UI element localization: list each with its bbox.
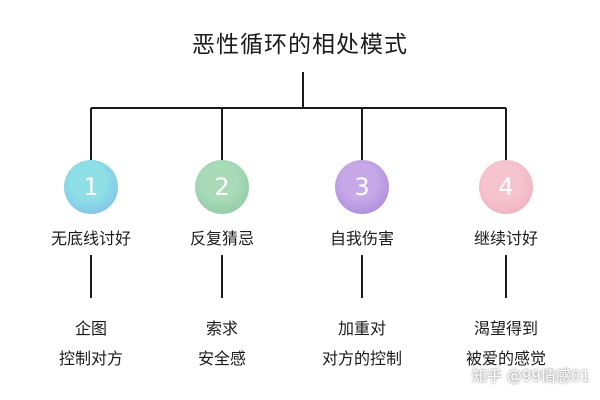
- step-circle-1: 1: [64, 160, 118, 214]
- step-desc-4: 渴望得到 被爱的感觉: [431, 314, 581, 374]
- step-circle-3: 3: [335, 160, 389, 214]
- step-desc-4-line-1: 渴望得到: [473, 319, 538, 338]
- step-circle-4: 4: [479, 160, 533, 214]
- step-label-4: 继续讨好: [473, 229, 538, 248]
- step-desc-3-line-2: 对方的控制: [321, 349, 402, 368]
- step-desc-2-line-1: 索求: [205, 319, 238, 338]
- watermark: 知乎 @99情感01: [472, 367, 590, 385]
- step-desc-4-line-2: 被爱的感觉: [465, 349, 546, 368]
- step-desc-3-line-1: 加重对: [337, 319, 386, 338]
- diagram-title: 恶性循环的相处模式: [192, 32, 408, 58]
- step-desc-3: 加重对 对方的控制: [287, 314, 437, 374]
- step-desc-2-line-2: 安全感: [197, 349, 246, 368]
- step-desc-1-line-2: 控制对方: [58, 349, 123, 368]
- step-desc-1-line-1: 企图: [74, 319, 107, 338]
- step-label-3: 自我伤害: [329, 229, 394, 248]
- step-label-1: 无底线讨好: [50, 229, 131, 248]
- step-circle-2: 2: [195, 160, 249, 214]
- step-desc-2: 索求 安全感: [147, 314, 297, 374]
- step-desc-1: 企图 控制对方: [16, 314, 166, 374]
- step-label-2: 反复猜忌: [189, 229, 254, 248]
